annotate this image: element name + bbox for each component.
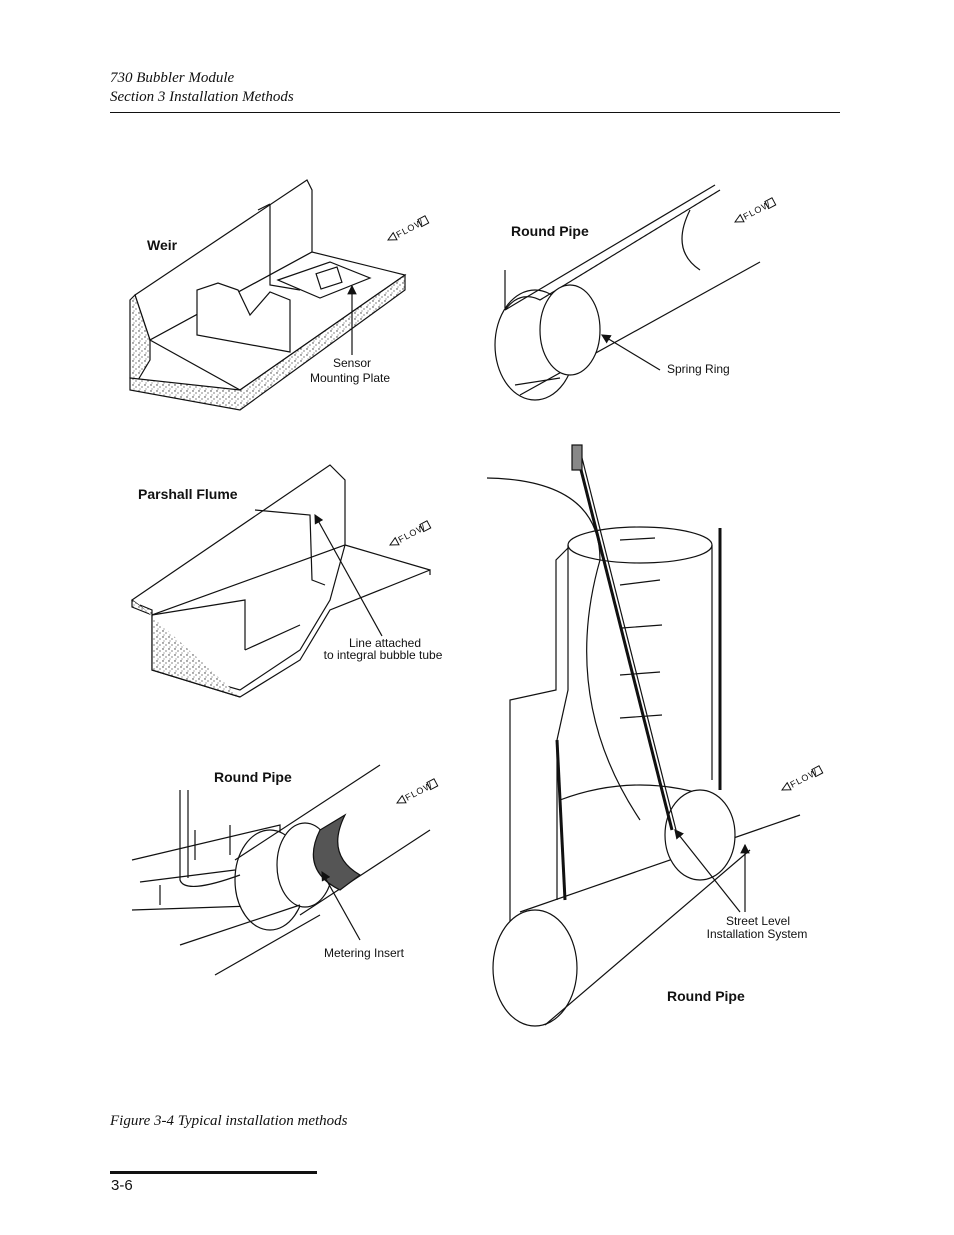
round-pipe-bottom-callout: Metering Insert: [324, 946, 405, 960]
round-pipe-top-drawing: [494, 184, 761, 401]
weir-callout-line2: Mounting Plate: [310, 371, 390, 385]
svg-text:FLOW: FLOW: [396, 522, 427, 545]
figure-caption: Figure 3-4 Typical installation methods: [110, 1113, 348, 1129]
street-level-flow-arrow: FLOW: [781, 765, 824, 791]
weir-title: Weir: [147, 237, 178, 253]
svg-text:FLOW: FLOW: [403, 780, 434, 803]
weir-drawing: [129, 179, 407, 411]
round-pipe-bottom-drawing: [131, 764, 431, 976]
header-title: 730 Bubbler Module: [110, 70, 235, 86]
page-number: 3-6: [111, 1177, 133, 1194]
header-section: Section 3 Installation Methods: [110, 89, 294, 105]
weir-flow-arrow: FLOW: [387, 215, 430, 241]
round-pipe-top-title: Round Pipe: [511, 223, 589, 239]
round-pipe-top-callout: Spring Ring: [667, 362, 730, 376]
round-pipe-bottom-flow-arrow: FLOW: [396, 778, 439, 804]
round-pipe-bottom-title: Round Pipe: [214, 769, 292, 785]
svg-text:FLOW: FLOW: [788, 767, 819, 790]
parshall-title: Parshall Flume: [138, 486, 238, 502]
footer-rule: [110, 1171, 317, 1174]
street-level-callout-line1: Street Level: [726, 914, 790, 928]
parshall-flume-drawing: [130, 464, 431, 698]
street-level-drawing: [486, 444, 801, 1027]
parshall-callout-line1: Line attached: [349, 636, 421, 650]
street-level-title: Round Pipe: [667, 988, 745, 1004]
header-rule: [110, 112, 840, 113]
parshall-callout-line2: to integral bubble tube: [324, 648, 443, 662]
svg-text:FLOW: FLOW: [741, 199, 772, 222]
parshall-flow-arrow: FLOW: [389, 520, 432, 546]
street-level-callout-line2: Installation System: [707, 927, 808, 941]
svg-text:FLOW: FLOW: [394, 217, 425, 240]
weir-callout-line1: Sensor: [333, 356, 371, 370]
round-pipe-top-flow-arrow: FLOW: [734, 197, 777, 223]
